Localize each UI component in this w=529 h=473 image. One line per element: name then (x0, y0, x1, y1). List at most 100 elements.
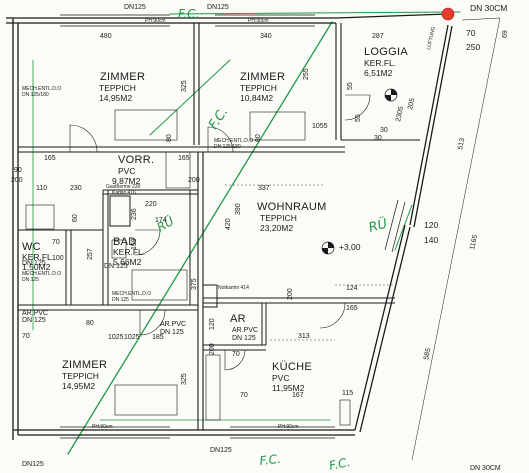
room-wc-area: 1,50M2 (22, 262, 51, 272)
dim-255: 255 (303, 68, 310, 80)
door-wohn-kueche (319, 302, 346, 329)
dim-313: 313 (298, 333, 310, 340)
dim-30a: 30 (380, 127, 388, 134)
dim-1165: 1165 (469, 234, 479, 250)
room-vorraum-name: VORR. (118, 154, 154, 166)
wall-wc-right (65, 230, 72, 305)
label-ph90-1: PH:90cm (145, 18, 166, 24)
dim-200b: 200 (188, 177, 200, 184)
dim-230: 230 (70, 185, 82, 192)
level-symbol-wohnraum (321, 241, 335, 255)
dim-185: 185 (152, 334, 164, 341)
label-ph90-3: PH:90cm (92, 424, 113, 430)
washbasin (111, 239, 127, 259)
dim-right-tick (461, 17, 501, 21)
room-bad-area: 5,66M2 (113, 257, 142, 267)
label-meg-2: DN 125/180 (22, 92, 49, 98)
label-ar-pvc-2b: DN 125 (22, 317, 46, 324)
level-symbol-loggia (384, 88, 398, 102)
wall-loggia-top (335, 13, 449, 19)
room-zimmer-3-area: 14,95M2 (62, 381, 95, 391)
dim-70b: 70 (52, 239, 60, 246)
dim-220: 220 (145, 201, 157, 208)
room-vorraum-floor: PVC (118, 166, 135, 176)
dim-120b: 120 (209, 318, 216, 330)
label-ar-pvc-3: AR.PVC (232, 327, 258, 334)
door-bad (134, 229, 161, 256)
dim-55a: 55 (347, 82, 354, 90)
level-fill-loggia (385, 89, 397, 101)
room-kueche-floor: PVC (272, 373, 289, 383)
label-ar-pvc-1: AR.PVC (160, 321, 186, 328)
label-meg-4: DN 125/180 (214, 144, 241, 150)
dim-200d: 200 (209, 343, 216, 355)
green-fc-2: F.C. (178, 7, 199, 21)
dim-337: 337 (258, 185, 270, 192)
dim-205: 205 (407, 97, 416, 110)
red-marker (441, 7, 455, 21)
dim-375: 375 (191, 278, 198, 290)
dim-70d: 70 (240, 392, 248, 399)
dim-69: 69 (502, 30, 509, 38)
cabinet-kueche (339, 399, 351, 426)
dim-200c: 200 (287, 288, 294, 300)
wall-top (6, 17, 336, 24)
dim-1025b: 1025 (124, 334, 140, 341)
dimensions: 480 340 287 70 250 69 325 325 255 55 55 … (11, 28, 509, 399)
room-loggia-floor: KER.FL. (364, 58, 396, 68)
room-bad-floor: KER.FL. (113, 247, 145, 257)
room-zimmer-2-name: ZIMMER (240, 71, 285, 83)
wall-ar-right (261, 303, 267, 345)
label-gastherme-1: Gastherme 230 (106, 184, 141, 190)
label-ar-pvc-3b: DN 125 (232, 335, 256, 342)
door-zimmer-3 (139, 309, 166, 336)
room-wohnraum-floor: TEPPICH (260, 213, 297, 223)
room-loggia-name: LOGGIA (364, 46, 408, 58)
windows (60, 14, 406, 439)
wall-right-upper (409, 24, 453, 228)
label-meg-6: DN 125 (22, 277, 39, 283)
label-notkamin: Notkamin 414 (218, 285, 249, 291)
wall-zimmer-bottom (18, 146, 345, 153)
room-zimmer-2-floor: TEPPICH (240, 83, 277, 93)
dim-140: 140 (424, 235, 438, 245)
green-right-line (394, 204, 413, 251)
window-kueche (230, 426, 335, 439)
dim-174: 174 (155, 217, 167, 224)
dim-325b: 325 (181, 373, 188, 385)
dimension-lines (225, 184, 395, 341)
dim-70c: 70 (22, 333, 30, 340)
dim-90: 90 (14, 167, 22, 174)
label-meg-1: MECH.ENTL.D.O (22, 86, 61, 92)
room-kueche-name: KÜCHE (272, 361, 312, 373)
room-zimmer-2-area: 10,84M2 (240, 93, 273, 103)
dim-124: 124 (346, 285, 358, 292)
green-top-line (169, 11, 461, 15)
walls (6, 13, 453, 440)
wall-ar-bottom (203, 344, 266, 351)
room-wohnraum-area: 23,20M2 (260, 223, 293, 233)
bed-zimmer-2 (249, 111, 306, 141)
label-dn-bottom-mid: DN125 (210, 447, 232, 454)
dim-55b: 55 (355, 114, 362, 122)
label-dn-top-mid: DN125 (207, 4, 229, 11)
wall-mid-horizontal (18, 304, 198, 311)
dim-1025a: 1025 (108, 334, 124, 341)
dim-585: 585 (423, 347, 432, 360)
wall-bad-top (103, 189, 198, 195)
dim-60: 60 (72, 214, 79, 222)
dim-right-long (411, 17, 501, 461)
label-rc-1: LÜFTUNG (425, 26, 437, 51)
dim-287: 287 (372, 33, 384, 40)
room-zimmer-1-floor: TEPPICH (99, 83, 136, 93)
fixtures (25, 109, 351, 426)
room-loggia-area: 6,51M2 (364, 68, 393, 78)
dim-80c: 80 (86, 320, 94, 327)
dim-420: 420 (225, 218, 232, 230)
label-meg-8: DN 125 (112, 297, 129, 303)
dim-390: 390 (235, 203, 242, 215)
door-ar (224, 349, 246, 371)
wall-vorraum-right (197, 152, 204, 430)
door-zimmer-1 (69, 124, 98, 153)
